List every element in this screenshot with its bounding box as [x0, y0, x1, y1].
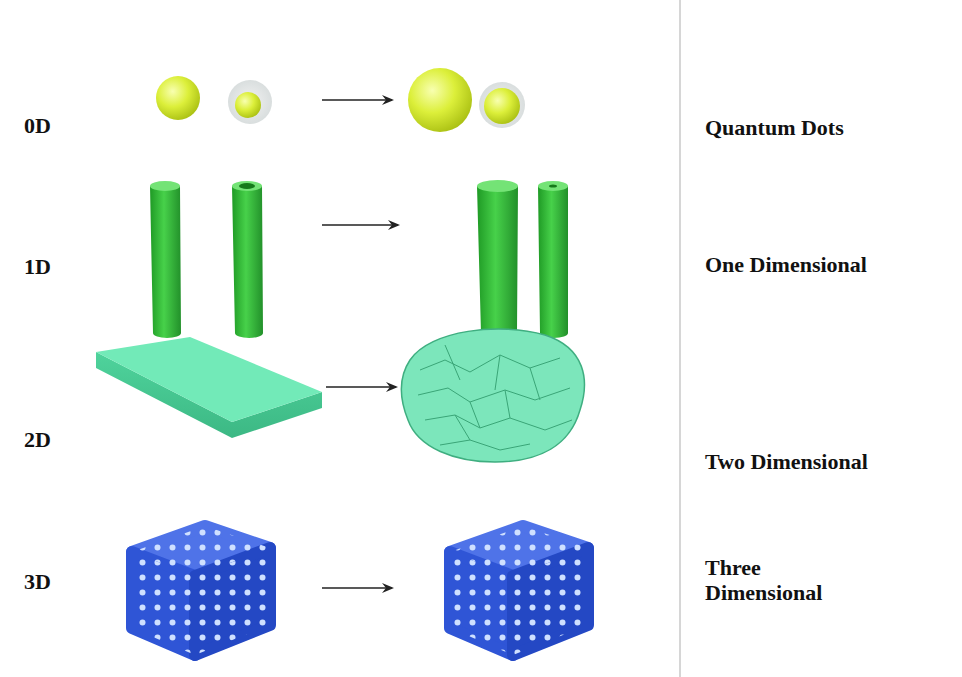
category-label: Three Dimensional: [705, 555, 845, 606]
growth-arrow: [322, 587, 392, 589]
category-label: Two Dimensional: [705, 449, 868, 474]
growth-arrow: [322, 99, 392, 101]
porous-cube-figure: [132, 526, 588, 655]
category-label: One Dimensional: [705, 252, 867, 277]
nanosheet-figure: [96, 329, 584, 462]
dimension-label: 1D: [24, 254, 51, 279]
category-label: Quantum Dots: [705, 115, 844, 140]
growth-arrow: [326, 386, 396, 388]
dimension-label: 2D: [24, 427, 51, 452]
growth-arrow: [322, 224, 398, 226]
nanotube-figure: [150, 180, 568, 339]
divider-line: [679, 0, 681, 677]
dimension-label: 0D: [24, 113, 51, 138]
dimension-label: 3D: [24, 569, 51, 594]
quantum-dots-figure: [156, 68, 525, 132]
